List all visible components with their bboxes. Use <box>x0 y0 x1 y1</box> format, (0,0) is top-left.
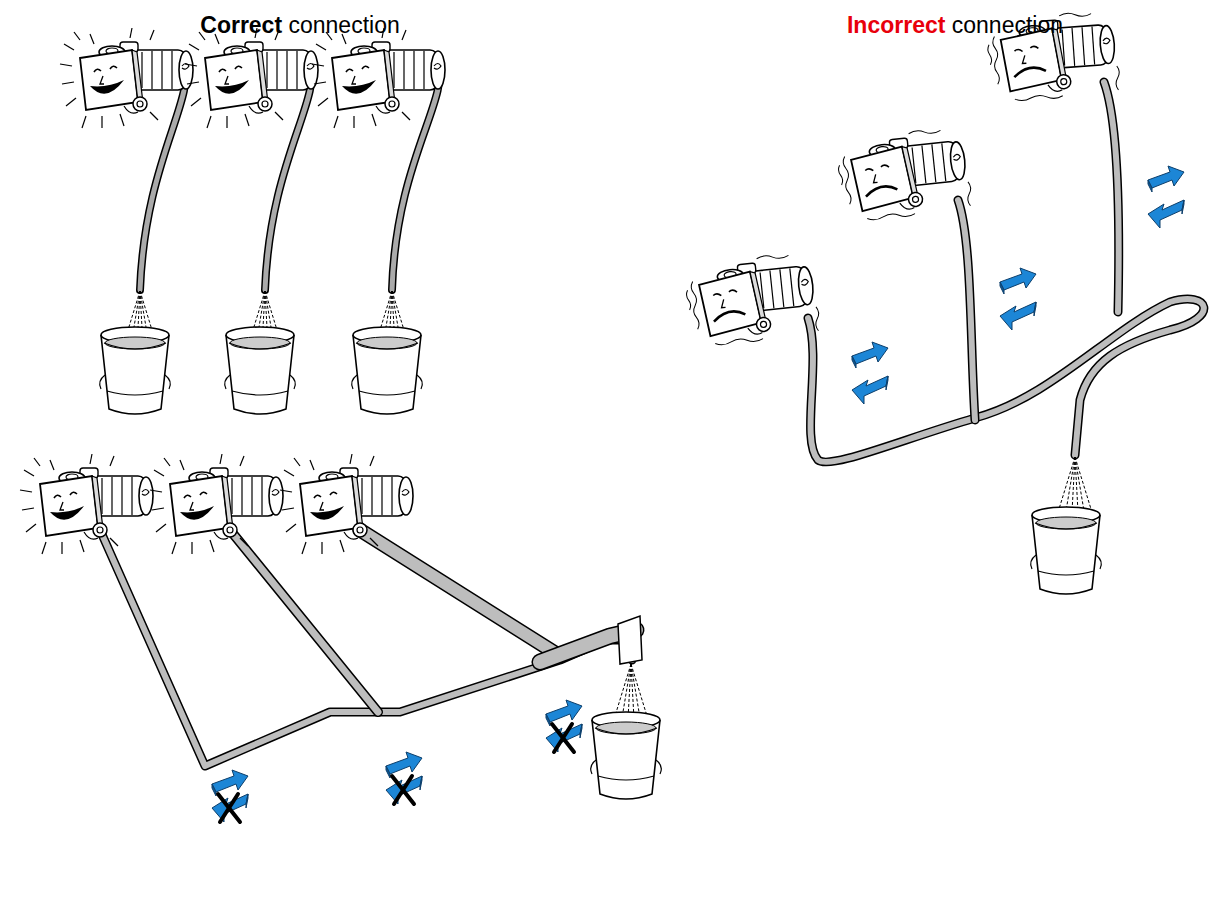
heading: Correct connection <box>200 12 399 39</box>
heading-word: connection <box>288 12 399 38</box>
heading-word: Correct <box>200 12 282 38</box>
heading: Incorrect connection <box>847 12 1063 39</box>
heading-word: Incorrect <box>847 12 945 38</box>
heading-word: connection <box>952 12 1063 38</box>
